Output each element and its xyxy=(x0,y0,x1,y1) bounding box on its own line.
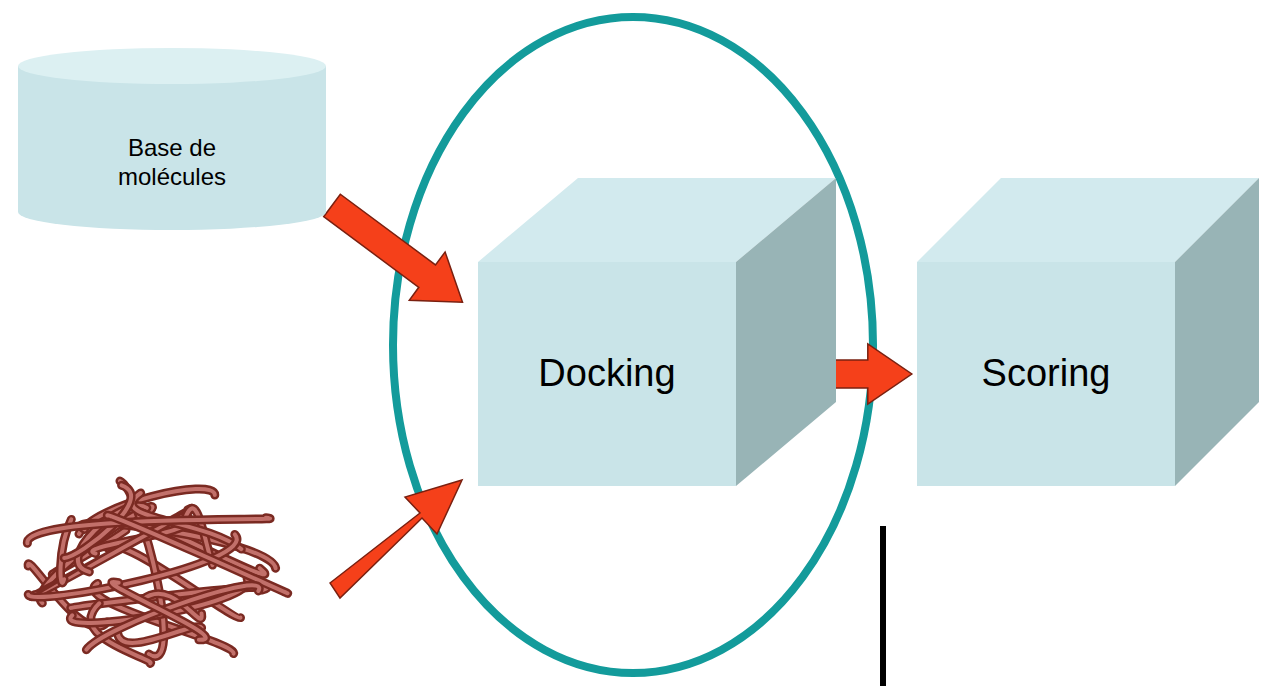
protein-ribbon-highlight xyxy=(28,534,237,597)
process-cube: Scoring xyxy=(917,178,1259,486)
cube-side xyxy=(1175,178,1259,486)
protein-arrow xyxy=(330,480,462,598)
vertical-bar xyxy=(880,526,886,686)
protein-illustration xyxy=(27,481,287,663)
protein-ribbon xyxy=(112,582,206,640)
protein-ribbon xyxy=(107,515,287,593)
process-cube: Docking xyxy=(478,178,836,486)
cylinder-body xyxy=(18,66,326,230)
protein-ribbon-highlight xyxy=(107,515,287,593)
process-label: Docking xyxy=(486,351,728,397)
cube-side xyxy=(736,178,836,486)
protein-ribbon xyxy=(28,534,237,597)
shape-outline xyxy=(917,178,1259,486)
shape-outline xyxy=(478,178,836,486)
database-label: Base de molécules xyxy=(97,134,247,192)
database-cylinder: Base de molécules xyxy=(18,48,326,230)
flow-arrow xyxy=(324,194,463,302)
cube-front xyxy=(478,262,736,486)
protein-ribbon-highlight xyxy=(112,582,206,640)
cylinder-top xyxy=(18,48,326,84)
process-label: Scoring xyxy=(925,351,1167,397)
cube-front xyxy=(917,262,1175,486)
docking-ellipse xyxy=(393,17,873,673)
